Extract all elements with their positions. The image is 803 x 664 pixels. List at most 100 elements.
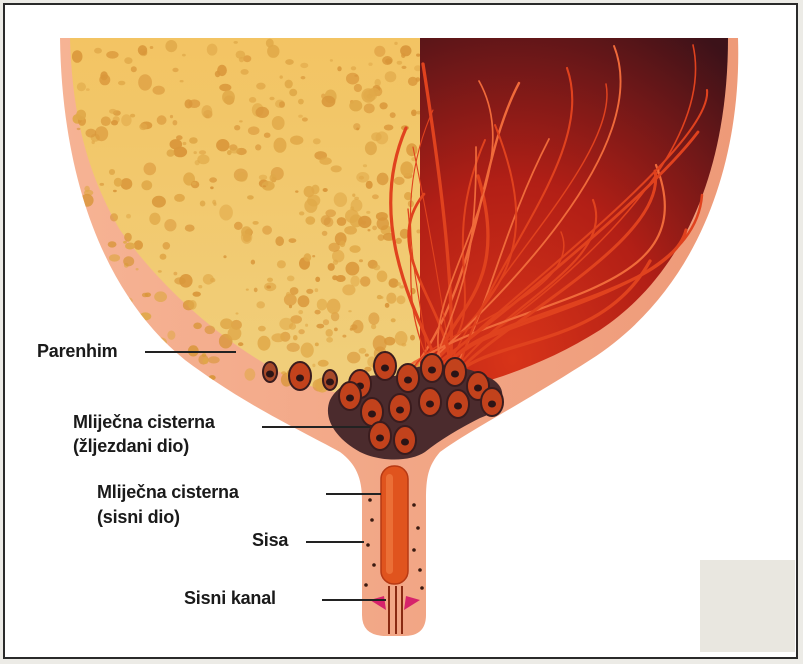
parenchyma-pore	[100, 183, 105, 186]
parenchyma-pore	[72, 211, 78, 217]
teat-wall-dot	[366, 543, 370, 547]
parenchyma-pore	[93, 331, 103, 341]
parenchyma-pore	[365, 354, 369, 357]
parenchyma-pore	[106, 51, 118, 59]
parenchyma-pore	[134, 240, 143, 250]
parenchyma-pore	[207, 44, 218, 56]
parenchyma-pore	[246, 289, 249, 291]
alveolus-lumen	[326, 379, 334, 386]
parenchyma-pore	[346, 73, 359, 85]
parenchyma-pore	[384, 337, 395, 346]
parenchyma-pore	[342, 335, 346, 338]
teat-wall-dot	[368, 498, 372, 502]
parenchyma-pore	[416, 54, 420, 57]
parenchyma-pore	[298, 310, 303, 314]
parenchyma-pore	[210, 278, 215, 283]
parenchyma-pore	[255, 144, 261, 150]
parenchyma-pore	[396, 238, 402, 244]
parenchyma-pore	[69, 331, 82, 339]
parenchyma-pore	[323, 319, 329, 325]
parenchyma-pore	[182, 54, 186, 57]
parenchyma-pore	[243, 234, 251, 242]
parenchyma-pore	[399, 285, 404, 288]
parenchyma-pore	[256, 301, 265, 308]
parenchyma-pore	[164, 219, 176, 231]
parenchyma-pore	[327, 299, 341, 314]
parenchyma-pore	[287, 276, 295, 282]
parenchyma-pore	[203, 358, 209, 364]
parenchyma-pore	[364, 103, 375, 113]
alveolus-lumen	[474, 385, 482, 392]
parenchyma-pore	[372, 226, 377, 231]
parenchyma-pore	[72, 50, 83, 63]
parenchyma-pore	[395, 331, 408, 346]
teat-wall-dot	[416, 526, 420, 530]
parenchyma-pore	[170, 139, 183, 149]
parenchyma-pore	[222, 90, 235, 104]
parenchyma-pore	[125, 243, 135, 250]
parenchyma-pore	[277, 260, 286, 268]
parenchyma-pore	[254, 288, 258, 293]
parenchyma-pore	[228, 327, 242, 341]
parenchyma-pore	[354, 197, 359, 200]
parenchyma-pore	[219, 84, 231, 91]
parenchyma-pore	[329, 243, 340, 252]
parenchyma-pore	[95, 306, 107, 320]
parenchyma-pore	[279, 101, 285, 108]
parenchyma-pore	[368, 312, 379, 325]
parenchyma-pore	[397, 295, 406, 304]
parenchyma-pore	[351, 66, 356, 70]
parenchyma-pore	[94, 48, 102, 54]
parenchyma-pore	[241, 69, 249, 75]
parenchyma-pore	[248, 126, 260, 135]
parenchyma-pore	[129, 332, 140, 344]
parenchyma-pore	[371, 324, 376, 329]
parenchyma-pore	[234, 41, 238, 44]
teat-cistern-highlight	[386, 474, 393, 574]
parenchyma-pore	[131, 66, 137, 72]
parenchyma-pore	[154, 291, 167, 302]
alveolus-lumen	[488, 401, 496, 408]
parenchyma-pore	[352, 194, 355, 197]
parenchyma-pore	[313, 138, 321, 144]
parenchyma-pore	[256, 83, 265, 90]
parenchyma-pore	[163, 242, 171, 250]
parenchyma-pore	[88, 306, 99, 317]
parenchyma-pore	[165, 40, 177, 52]
parenchyma-pore	[323, 188, 328, 192]
parenchyma-pore	[172, 68, 178, 72]
parenchyma-pore	[188, 345, 199, 356]
parenchyma-pore	[210, 186, 214, 189]
parenchyma-pore	[124, 57, 132, 64]
teat-wall-dot	[370, 518, 374, 522]
parenchyma-pore	[301, 343, 314, 358]
parenchyma-pore	[109, 109, 117, 114]
parenchyma-pore	[293, 335, 298, 340]
parenchyma-pore	[174, 194, 185, 202]
parenchyma-pore	[354, 75, 357, 77]
parenchyma-pore	[315, 288, 319, 292]
parenchyma-pore	[331, 165, 342, 172]
parenchyma-pore	[348, 310, 351, 312]
parenchyma-pore	[368, 229, 371, 231]
parenchyma-pore	[295, 190, 298, 192]
parenchyma-pore	[271, 333, 285, 342]
parenchyma-pore	[269, 97, 274, 101]
alveolus-lumen	[346, 395, 354, 402]
parenchyma-pore	[188, 99, 200, 108]
parenchyma-pore	[365, 141, 377, 155]
parenchyma-pore	[330, 59, 333, 62]
alveolus-lumen	[401, 439, 409, 446]
parenchyma-pore	[167, 331, 175, 340]
parenchyma-pore	[214, 385, 220, 389]
parenchyma-pore	[347, 352, 360, 364]
parenchyma-pore	[332, 275, 337, 280]
parenchyma-pore	[300, 63, 308, 68]
parenchyma-pore	[377, 271, 388, 283]
parenchyma-pore	[401, 53, 405, 58]
parenchyma-pore	[312, 364, 315, 368]
parenchyma-pore	[400, 161, 413, 176]
label-sisni-kanal: Sisni kanal	[184, 588, 276, 609]
parenchyma-pore	[287, 343, 300, 352]
